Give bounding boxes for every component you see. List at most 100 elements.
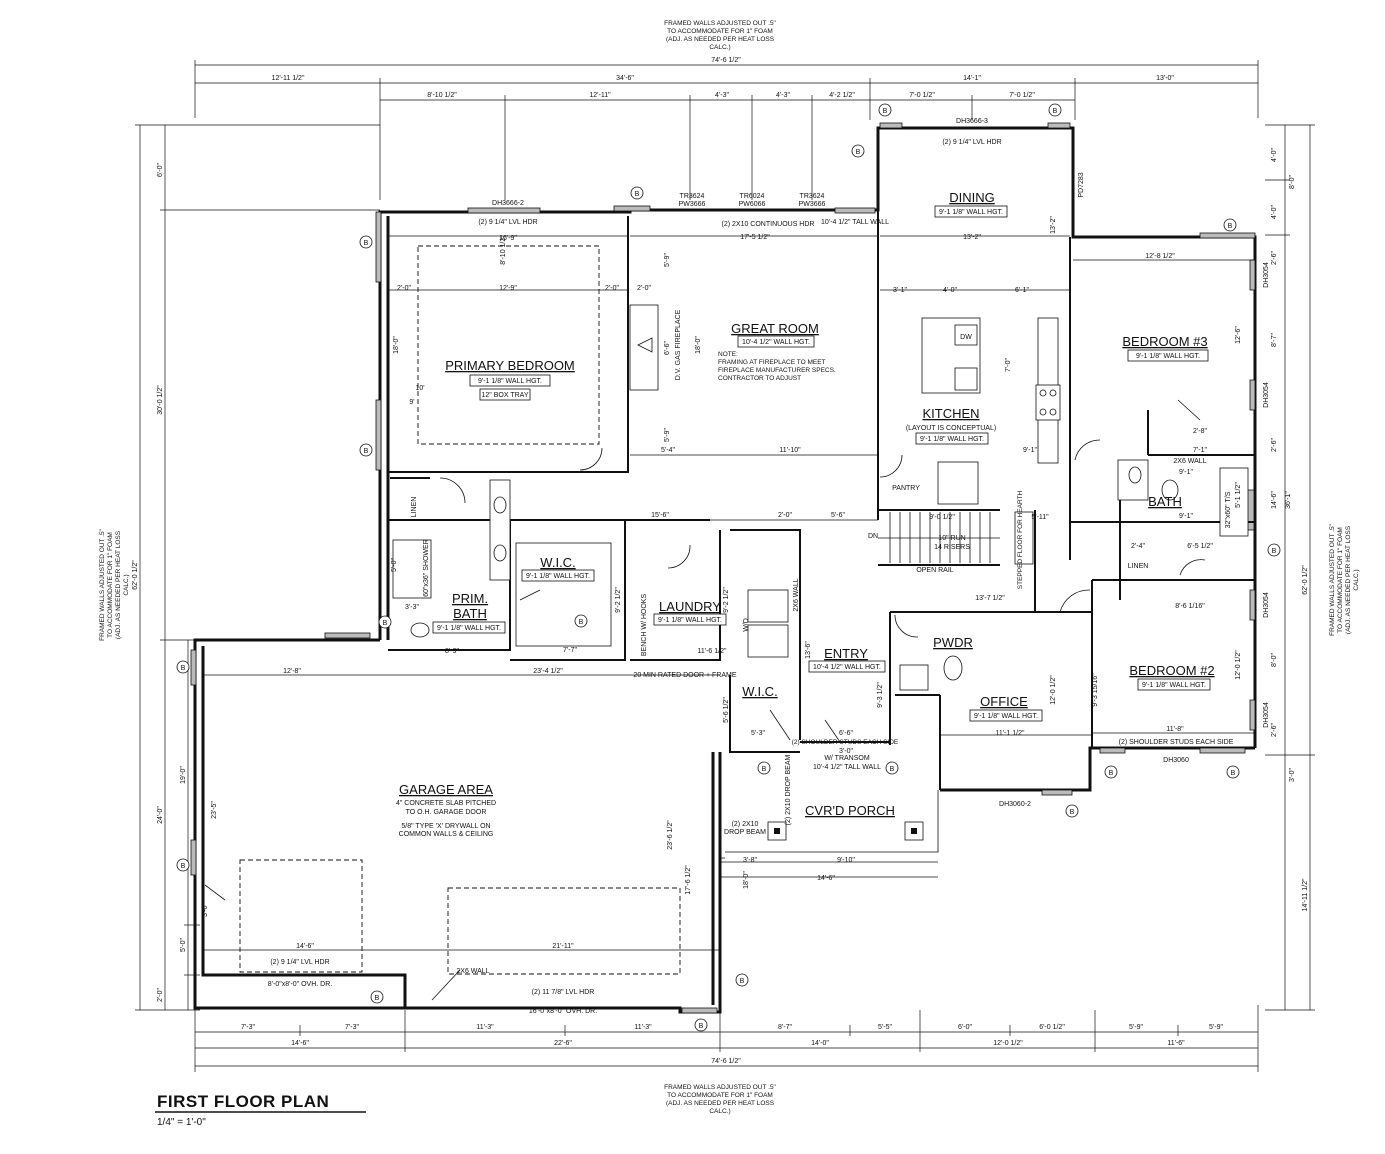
svg-text:B: B <box>1272 548 1277 555</box>
svg-text:BEDROOM #3: BEDROOM #3 <box>1122 334 1207 349</box>
svg-text:TO O.H. GARAGE DOOR: TO O.H. GARAGE DOOR <box>406 809 487 816</box>
svg-text:LAUNDRY: LAUNDRY <box>659 599 721 614</box>
svg-text:12" BOX TRAY: 12" BOX TRAY <box>482 392 529 399</box>
primary-bedroom-label: PRIMARY BEDROOM 9'-1 1/8" WALL HGT. 12" … <box>445 358 575 401</box>
svg-text:FRAMING AT FIREPLACE TO MEET: FRAMING AT FIREPLACE TO MEET <box>718 359 826 366</box>
svg-text:7'-0 1/2": 7'-0 1/2" <box>1009 92 1035 99</box>
svg-text:18'-0": 18'-0" <box>393 336 400 354</box>
svg-text:DH3054: DH3054 <box>1263 702 1270 728</box>
shower-box <box>392 539 432 599</box>
dishwasher-box <box>954 324 978 346</box>
interior-dimensions: 16'-9" 2'-0" 12'-9" 2'-0" 18'-0" 10' 9' … <box>202 216 1255 951</box>
svg-text:4'-0": 4'-0" <box>1271 148 1278 162</box>
svg-text:4" CONCRETE SLAB PITCHED: 4" CONCRETE SLAB PITCHED <box>396 800 496 807</box>
svg-text:24'-0": 24'-0" <box>157 806 164 824</box>
svg-text:CALC.): CALC.) <box>1353 569 1360 590</box>
range-box <box>1035 384 1061 421</box>
top-foam-note: FRAMED WALLS ADJUSTED OUT .5" TO ACCOMMO… <box>664 20 776 51</box>
svg-text:9'-1 1/8" WALL HGT.: 9'-1 1/8" WALL HGT. <box>658 617 722 624</box>
svg-text:B: B <box>740 978 745 985</box>
bath-label: BATH <box>1148 494 1182 509</box>
svg-text:B: B <box>699 1023 704 1030</box>
svg-text:FRAMED WALLS ADJUSTED OUT .5": FRAMED WALLS ADJUSTED OUT .5" <box>664 20 776 27</box>
svg-text:(ADJ. AS NEEDED PER HEAT LOSS: (ADJ. AS NEEDED PER HEAT LOSS <box>666 36 775 43</box>
wic1-shelves <box>515 542 612 647</box>
svg-text:OFFICE: OFFICE <box>980 694 1028 709</box>
svg-text:6'-0": 6'-0" <box>157 163 164 177</box>
svg-text:W.I.C.: W.I.C. <box>742 684 777 699</box>
svg-text:7'-1": 7'-1" <box>1193 447 1207 454</box>
svg-text:4'-0": 4'-0" <box>943 287 957 294</box>
svg-text:11'-3": 11'-3" <box>634 1024 652 1031</box>
svg-text:B: B <box>883 108 888 115</box>
svg-text:CONTRACTOR TO ADJUST: CONTRACTOR TO ADJUST <box>718 375 801 382</box>
plan-scale: 1/4" = 1'-0" <box>157 1117 206 1128</box>
svg-text:CALC.): CALC.) <box>709 44 730 51</box>
svg-text:17'-5 1/2": 17'-5 1/2" <box>740 234 770 241</box>
svg-text:DH3060-2: DH3060-2 <box>999 801 1031 808</box>
svg-text:W.I.C.: W.I.C. <box>540 555 575 570</box>
svg-text:22'-6": 22'-6" <box>554 1040 572 1047</box>
svg-text:10'-4 1/2" WALL HGT.: 10'-4 1/2" WALL HGT. <box>742 339 810 346</box>
svg-text:9'-3 15/16": 9'-3 15/16" <box>1092 673 1099 707</box>
svg-text:(ADJ. AS NEEDED PER HEAT LOSS: (ADJ. AS NEEDED PER HEAT LOSS <box>1345 525 1352 634</box>
svg-text:23'-5": 23'-5" <box>211 801 218 819</box>
svg-text:DH3054: DH3054 <box>1263 382 1270 408</box>
svg-text:PW6066: PW6066 <box>739 201 766 208</box>
svg-text:14'-6": 14'-6" <box>817 875 835 882</box>
svg-text:FIREPLACE MANUFACTURER SPECS.: FIREPLACE MANUFACTURER SPECS. <box>718 367 836 374</box>
bearing-marker-16: B <box>1065 804 1079 818</box>
svg-text:8'-9": 8'-9" <box>445 648 459 655</box>
bottom-foam-note: FRAMED WALLS ADJUSTED OUT .5" TO ACCOMMO… <box>664 1084 776 1115</box>
svg-text:7'-0": 7'-0" <box>1005 358 1012 372</box>
bottom-dimensions: 7'-3" 7'-3" 11'-3" 11'-3" 8'-7" 5'-5" 6'… <box>194 1005 1259 1072</box>
svg-text:3'-0": 3'-0" <box>202 903 209 917</box>
svg-text:(2) SHOULDER STUDS EACH SIDE: (2) SHOULDER STUDS EACH SIDE <box>792 739 899 746</box>
svg-text:19'-0": 19'-0" <box>180 766 187 784</box>
svg-text:8'-7": 8'-7" <box>778 1024 792 1031</box>
svg-text:NOTE:: NOTE: <box>718 351 738 358</box>
svg-text:9'-1 1/8" WALL HGT.: 9'-1 1/8" WALL HGT. <box>939 209 1003 216</box>
svg-text:DH3054: DH3054 <box>1263 592 1270 618</box>
svg-text:18'-0": 18'-0" <box>695 336 702 354</box>
bath-vanity <box>1117 459 1149 501</box>
svg-text:(ADJ. AS NEEDED PER HEAT LOSS: (ADJ. AS NEEDED PER HEAT LOSS <box>115 530 122 639</box>
right-foam-note: FRAMED WALLS ADJUSTED OUT .5" TO ACCOMMO… <box>1329 523 1360 635</box>
svg-text:5'-0": 5'-0" <box>180 938 187 952</box>
svg-text:10'-4 1/2" TALL WALL: 10'-4 1/2" TALL WALL <box>821 219 889 226</box>
svg-text:BEDROOM #2: BEDROOM #2 <box>1129 663 1214 678</box>
svg-text:8'-10 1/2": 8'-10 1/2" <box>500 235 507 265</box>
svg-text:9'-1 1/8" WALL HGT.: 9'-1 1/8" WALL HGT. <box>920 436 984 443</box>
exterior-walls <box>193 126 1257 1014</box>
svg-text:(2) 2X10 DROP BEAM: (2) 2X10 DROP BEAM <box>785 755 792 826</box>
svg-text:9'-2 1/2": 9'-2 1/2" <box>615 587 622 613</box>
svg-text:10" RUN: 10" RUN <box>938 535 965 542</box>
svg-text:5'-5": 5'-5" <box>878 1024 892 1031</box>
svg-text:PRIMARY BEDROOM: PRIMARY BEDROOM <box>445 358 575 373</box>
svg-text:DH3666-3: DH3666-3 <box>956 118 988 125</box>
svg-text:2'-0": 2'-0" <box>778 512 792 519</box>
svg-text:GREAT ROOM: GREAT ROOM <box>731 321 819 336</box>
sink-box <box>954 367 978 391</box>
svg-text:12'-0 1/2": 12'-0 1/2" <box>993 1040 1023 1047</box>
svg-text:COMMON WALLS & CEILING: COMMON WALLS & CEILING <box>399 831 494 838</box>
garage-door-swing-1 <box>239 859 363 973</box>
bearing-marker-12: B <box>757 761 771 775</box>
svg-text:B: B <box>181 863 186 870</box>
overall-width-top: 74'-6 1/2" <box>711 57 741 64</box>
svg-text:17'-6 1/2": 17'-6 1/2" <box>685 865 692 895</box>
svg-text:9'-1 1/8" WALL HGT.: 9'-1 1/8" WALL HGT. <box>526 573 590 580</box>
svg-text:PWDR: PWDR <box>933 635 973 650</box>
svg-text:23'-6 1/2": 23'-6 1/2" <box>667 820 674 850</box>
svg-text:14 RISERS: 14 RISERS <box>934 544 970 551</box>
svg-text:9'-1": 9'-1" <box>1023 447 1037 454</box>
svg-text:16'-0"x8'-0" OVH. DR.: 16'-0"x8'-0" OVH. DR. <box>529 1008 597 1015</box>
svg-text:12'-8 1/2": 12'-8 1/2" <box>1145 253 1175 260</box>
svg-text:12'-0 1/2": 12'-0 1/2" <box>1235 650 1242 680</box>
svg-text:CALC.): CALC.) <box>709 1108 730 1115</box>
svg-text:8'-10 1/2": 8'-10 1/2" <box>427 92 457 99</box>
svg-text:TR6024: TR6024 <box>740 193 765 200</box>
svg-text:12'-8": 12'-8" <box>283 668 301 675</box>
svg-text:CALC.): CALC.) <box>123 574 130 595</box>
svg-text:5'-4": 5'-4" <box>661 447 675 454</box>
